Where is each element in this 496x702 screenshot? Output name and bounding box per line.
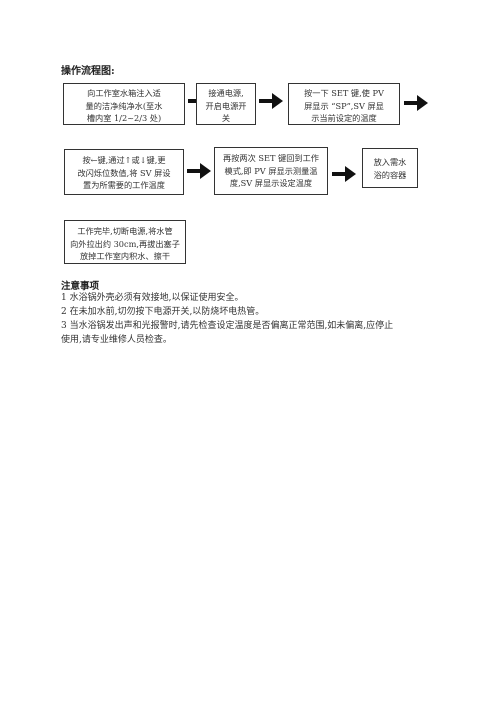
step-press-set: 按一下 SET 键,使 PV 屏显示 “SP”,SV 屏显 示当前设定的温度 bbox=[288, 83, 400, 125]
note-item: 使用,请专业维修人员检查。 bbox=[61, 335, 172, 345]
step-text: 开启电源开 bbox=[205, 100, 247, 111]
page-title: 操作流程图: bbox=[61, 66, 115, 77]
step-text: 槽内室 1/2~2/3 处) bbox=[86, 113, 162, 123]
step-text: 按←键,通过↑或↓键,更 bbox=[82, 155, 166, 165]
step-finish-drain: 工作完毕,切断电源,将水管 向外拉出约 30cm,再拔出塞子 放掉工作室内积水、… bbox=[64, 220, 186, 264]
step-text: 示当前设定的温度 bbox=[311, 113, 377, 123]
step-text: 量的洁净纯净水(至水 bbox=[85, 100, 163, 111]
notes-title: 注意事项 bbox=[61, 281, 100, 292]
step-text: 再按两次 SET 键回到工作 bbox=[223, 153, 319, 163]
step-text: 接通电源, bbox=[208, 88, 244, 98]
step-text: 改闪烁位数值,将 SV 屏设 bbox=[77, 167, 171, 178]
step-fill-water: 向工作室水箱注入适 量的洁净纯净水(至水 槽内室 1/2~2/3 处) bbox=[63, 83, 185, 125]
step-return-work-mode: 再按两次 SET 键回到工作 模式,即 PV 屏显示测量温 度,SV 屏显示设定… bbox=[214, 147, 328, 195]
arrow-right-icon bbox=[404, 95, 428, 111]
step-insert-container: 放入需水 浴的容器 bbox=[362, 148, 418, 188]
step-set-temperature: 按←键,通过↑或↓键,更 改闪烁位数值,将 SV 屏设 置为所需要的工作温度 bbox=[64, 149, 184, 195]
step-text: 浴的容器 bbox=[373, 169, 407, 180]
arrow-right-icon bbox=[259, 93, 283, 109]
step-text: 模式,即 PV 屏显示测量温 bbox=[224, 165, 318, 176]
step-text: 向外拉出约 30cm,再拔出塞子 bbox=[70, 238, 180, 249]
step-text: 放掉工作室内积水、擦干 bbox=[79, 251, 171, 261]
step-text: 关 bbox=[221, 113, 231, 123]
step-text: 置为所需要的工作温度 bbox=[83, 180, 165, 190]
note-item: 3 当水浴锅发出声和光报警时,请先检查设定温度是否偏离正常范围,如未偏离,应停止 bbox=[61, 321, 394, 331]
note-item: 2 在未加水前,切勿按下电源开关,以防烧坏电热管。 bbox=[61, 307, 265, 317]
arrow-right-icon bbox=[332, 166, 356, 182]
arrow-right-icon bbox=[187, 163, 211, 179]
step-text: 屏显示 “SP”,SV 屏显 bbox=[304, 100, 384, 111]
step-text: 放入需水 bbox=[373, 157, 407, 167]
step-power-on: 接通电源, 开启电源开 关 bbox=[196, 83, 256, 125]
step-text: 向工作室水箱注入适 bbox=[87, 88, 161, 98]
step-text: 按一下 SET 键,使 PV bbox=[304, 88, 384, 98]
step-text: 工作完毕,切断电源,将水管 bbox=[77, 226, 173, 236]
note-item: 1 水浴锅外壳必须有效接地,以保证使用安全。 bbox=[61, 293, 244, 303]
step-text: 度,SV 屏显示设定温度 bbox=[229, 178, 313, 188]
